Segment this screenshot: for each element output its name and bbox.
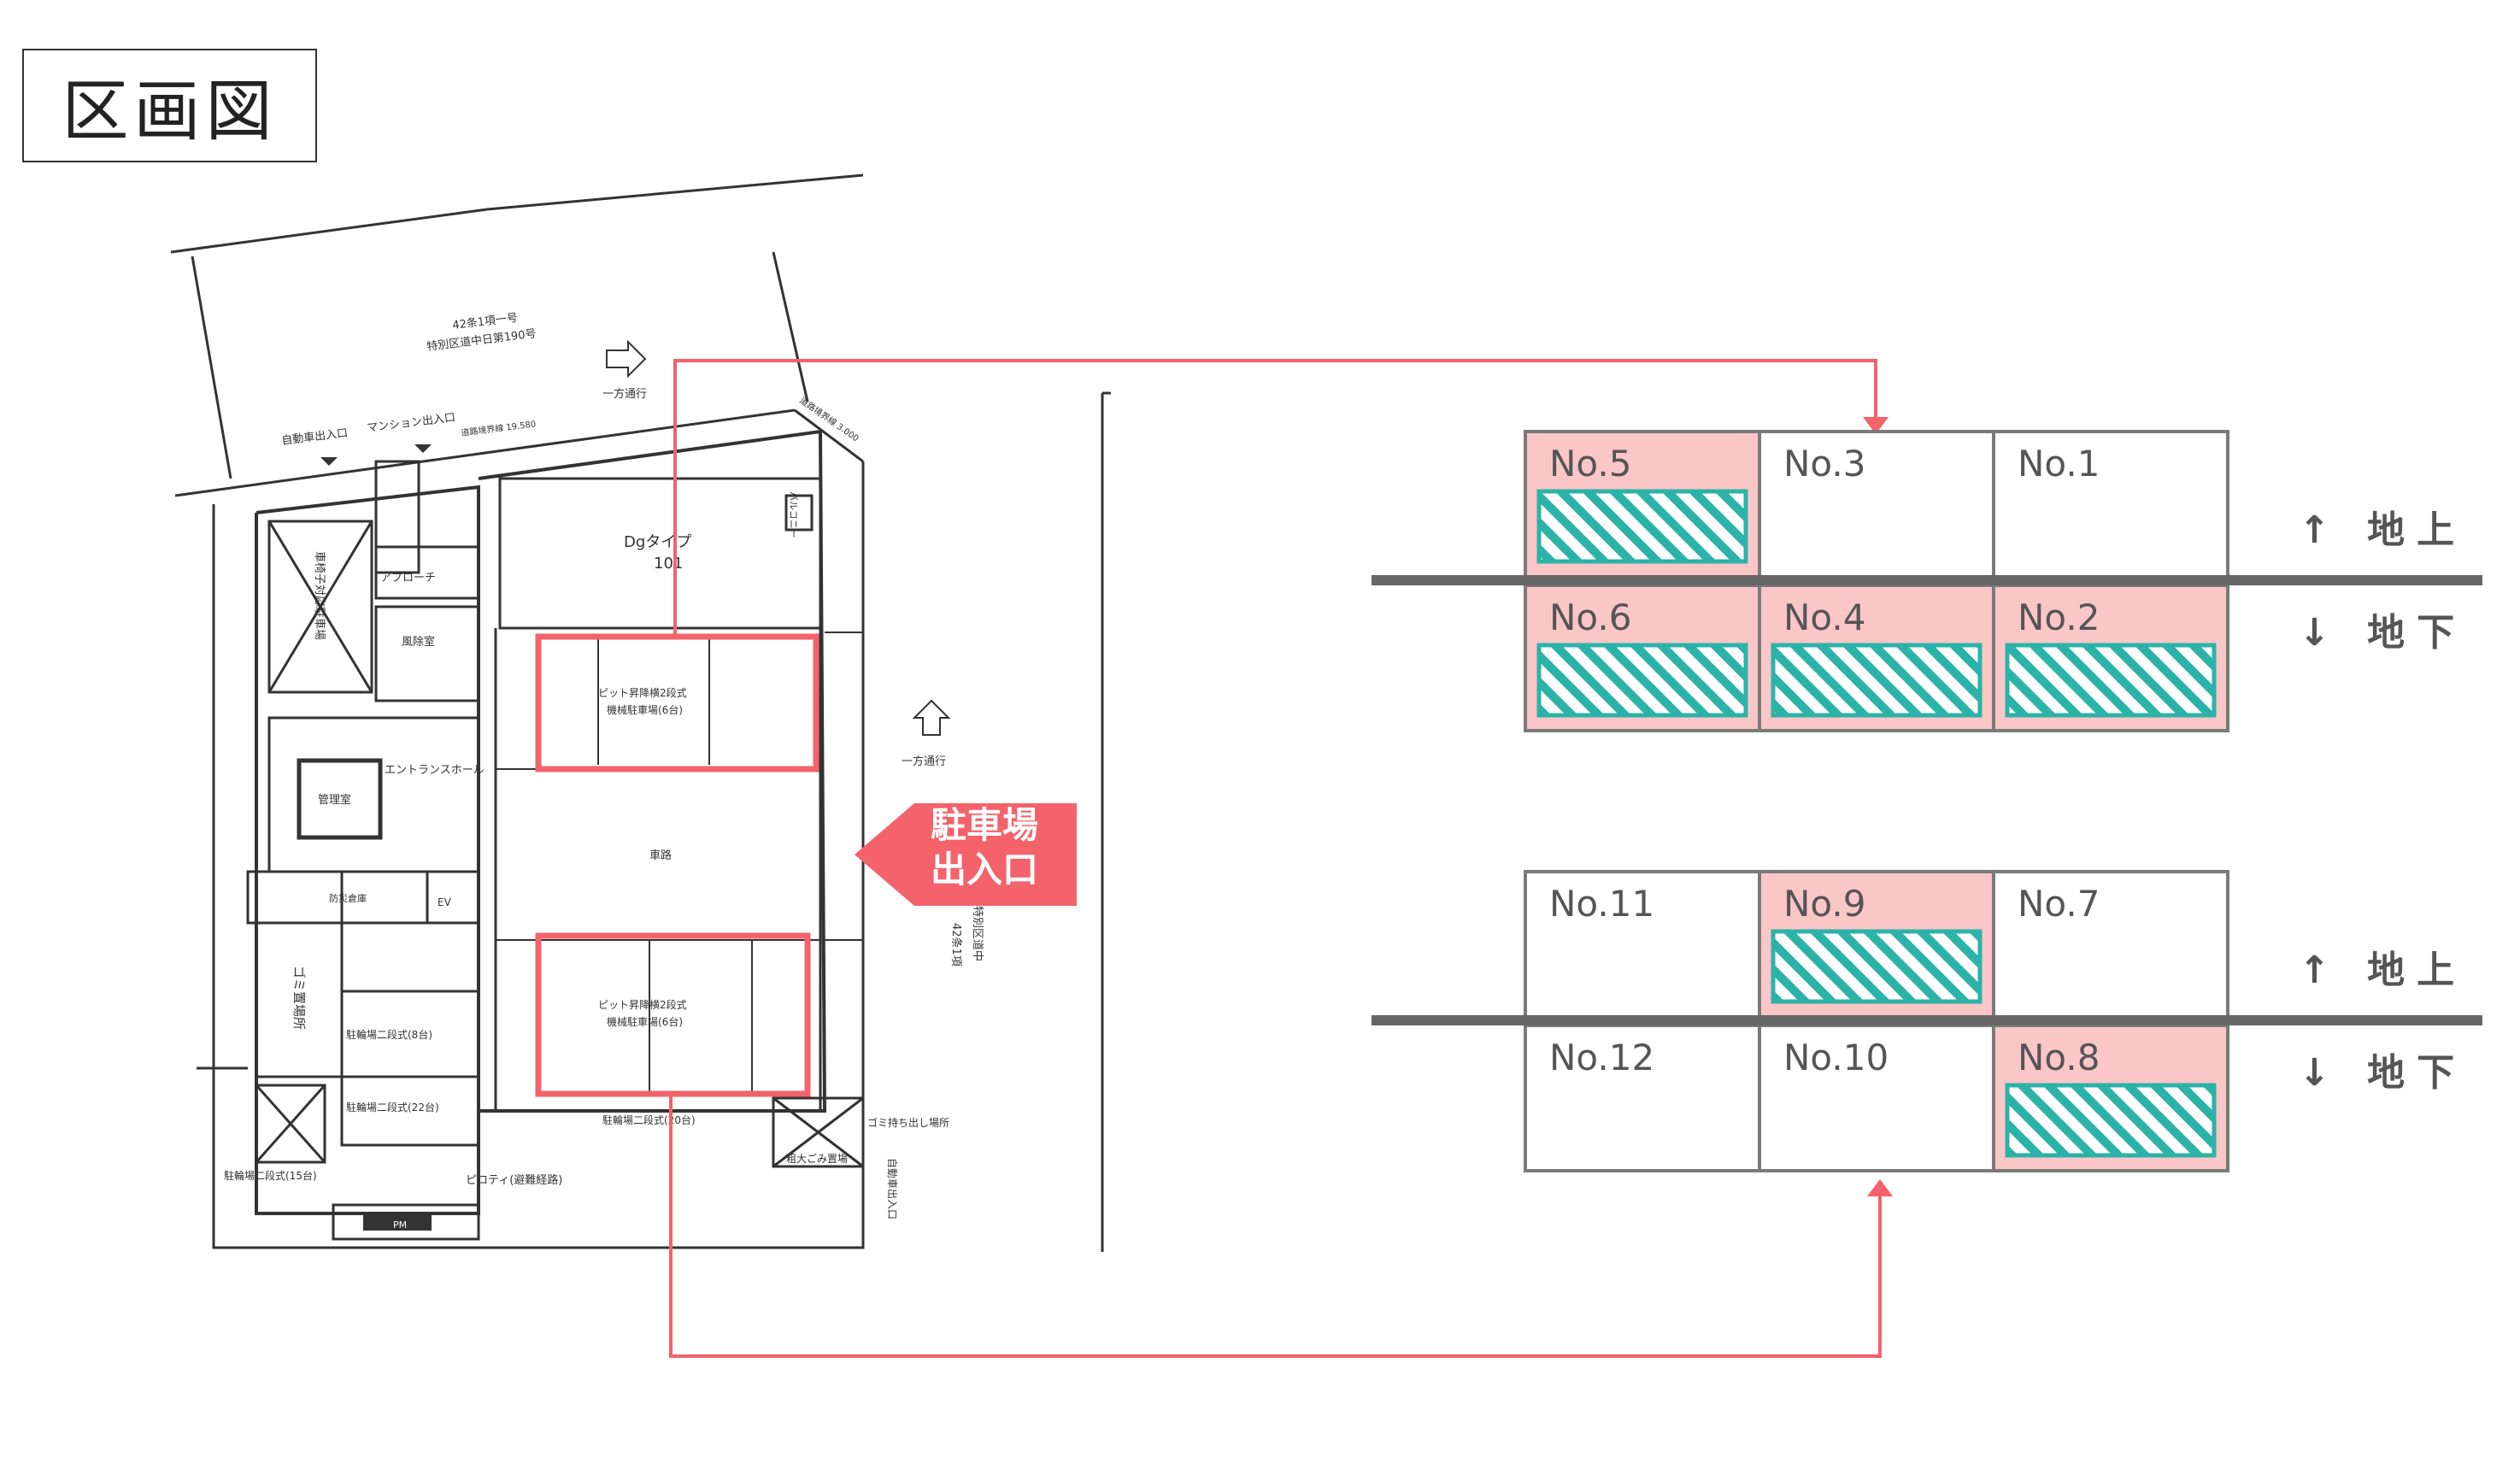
plan-label: 自動車出入口 <box>886 1158 898 1219</box>
plan-label: Dgタイプ <box>624 533 691 551</box>
plan-label: 一方通行 <box>902 755 946 768</box>
below-ground-label: ↓ 地下 <box>2299 611 2466 655</box>
road-line-top-2 <box>486 173 864 211</box>
above-ground-label: ↑ 地上 <box>2299 949 2466 992</box>
parking-space-label: No.8 <box>2018 1037 2100 1078</box>
plan-label: バルコニー <box>788 491 799 538</box>
plan-label: 駐輪場二段式(15台) <box>224 1169 317 1182</box>
road-line-top <box>170 208 488 254</box>
entrance-label-line2: 出入口 <box>930 849 1038 890</box>
parking-space-label: No.12 <box>1549 1037 1654 1078</box>
unit-101 <box>498 477 822 630</box>
plan-label: 特別区道中日第190号 <box>426 327 537 354</box>
parking-space-label: No.11 <box>1549 883 1654 925</box>
parking-space: No.11 <box>1524 870 1761 1019</box>
site-boundary-top <box>174 408 796 497</box>
entrance-label-line1: 駐車場 <box>930 804 1038 846</box>
pit-parking-highlight-lower <box>535 932 811 1097</box>
plan-label: ピット昇降横2段式 <box>598 998 687 1011</box>
car-space-marker <box>2005 643 2217 718</box>
plan-label: 駐輪場二段式(8台) <box>346 1028 432 1041</box>
parking-space-cell <box>1758 1024 1995 1172</box>
parking-unit-lower: No.11 No.9 No.7No.12 No.10 No.8 ↑ 地上 ↓ 地下 <box>1372 870 2482 1172</box>
ground-level-line <box>1372 1015 2482 1025</box>
pit-parking-highlight-upper <box>535 633 819 773</box>
plan-label: アプローチ <box>380 572 436 585</box>
parking-entrance-label: 駐車場 出入口 <box>890 803 1078 892</box>
plan-label: PM <box>393 1219 407 1231</box>
plan-label: 防災倉庫 <box>329 892 367 904</box>
plan-label: ゴミ置場所 <box>291 966 307 1030</box>
plan-label: 道路境界線 19.580 <box>461 418 537 438</box>
ground-level-line <box>1372 575 2482 585</box>
one-way-arrow-right <box>912 699 951 736</box>
parking-space-label: No.7 <box>2018 883 2100 925</box>
plan-label: 42条1項一号 <box>452 311 519 332</box>
parking-space: No.6 <box>1524 584 1761 732</box>
plan-label: ピロティ(避難経路) <box>466 1173 562 1187</box>
parking-space-cell <box>1758 430 1995 579</box>
site-right-slant <box>772 251 809 402</box>
car-space-marker <box>1536 489 1748 564</box>
parking-space-label: No.10 <box>1783 1037 1889 1078</box>
plan-label: 特別区道中 <box>971 906 984 961</box>
parking-space-label: No.3 <box>1783 443 1865 485</box>
parking-space-label: No.6 <box>1549 596 1631 638</box>
one-way-arrow-top <box>606 339 647 379</box>
parking-entrance-arrow <box>855 803 1077 906</box>
parking-unit-upper: No.5 No.3 No.1No.6 No.4 No.2 ↑ 地上 ↓ 地下 <box>1372 430 2482 732</box>
parking-space: No.9 <box>1758 870 1995 1019</box>
parking-space: No.5 <box>1524 430 1761 579</box>
plan-label: EV <box>438 896 452 908</box>
parking-space-label: No.4 <box>1783 596 1865 638</box>
parking-space-label: No.2 <box>2018 596 2100 638</box>
car-space-marker <box>2005 1083 2217 1158</box>
parking-space-label: No.9 <box>1783 883 1865 925</box>
parking-space: No.1 <box>1992 430 2229 579</box>
plan-label: 機械駐車場(6台) <box>607 703 683 716</box>
parking-space: No.4 <box>1758 584 1995 732</box>
plan-label: 風除室 <box>402 635 435 649</box>
parking-space: No.12 <box>1524 1024 1761 1172</box>
parking-space: No.3 <box>1758 430 1995 579</box>
connector-lines <box>669 359 1893 1358</box>
plan-label: 車椅子対応駐車場 <box>313 551 326 640</box>
below-ground-label: ↓ 地下 <box>2299 1051 2466 1095</box>
plan-label: 一方通行 <box>602 387 647 401</box>
page-title: 区画図 <box>22 49 317 162</box>
parking-space: No.7 <box>1992 870 2229 1019</box>
plan-label: ピット昇降横2段式 <box>598 686 687 699</box>
parking-space-label: No.5 <box>1549 443 1631 485</box>
above-ground-label: ↑ 地上 <box>2299 508 2466 552</box>
plan-label: 自動車出入口 <box>281 427 349 448</box>
floor-plan <box>170 173 1111 1252</box>
parking-space-cell <box>1992 870 2229 1019</box>
parking-space-label: No.1 <box>2018 443 2100 485</box>
car-space-marker <box>1536 643 1748 718</box>
plan-label: エントランスホール <box>385 764 485 777</box>
plan-label: マンション出入口 <box>367 411 456 435</box>
parking-space: No.10 <box>1758 1024 1995 1172</box>
parking-space: No.2 <box>1992 584 2229 732</box>
plan-label: 101 <box>654 555 683 573</box>
car-space-marker <box>1771 929 1983 1004</box>
site-left-slant <box>191 256 232 479</box>
plan-label: 粗大ごみ置場 <box>786 1152 848 1165</box>
plan-label: 駐輪場二段式(20台) <box>602 1113 696 1126</box>
parking-space-cell <box>1992 430 2229 579</box>
site-boundary-corner <box>794 408 864 463</box>
car-space-marker <box>1771 643 1983 718</box>
plan-label: 42条1項 <box>949 923 963 966</box>
site-outline <box>212 461 865 1249</box>
plan-label: 駐輪場二段式(22台) <box>346 1101 439 1113</box>
plan-label: ゴミ持ち出し場所 <box>867 1116 949 1129</box>
plan-label: 管理室 <box>318 793 351 807</box>
plan-label: 車路 <box>649 849 672 862</box>
plan-label: 機械駐車場(6台) <box>607 1015 683 1028</box>
parking-space: No.8 <box>1992 1024 2229 1172</box>
